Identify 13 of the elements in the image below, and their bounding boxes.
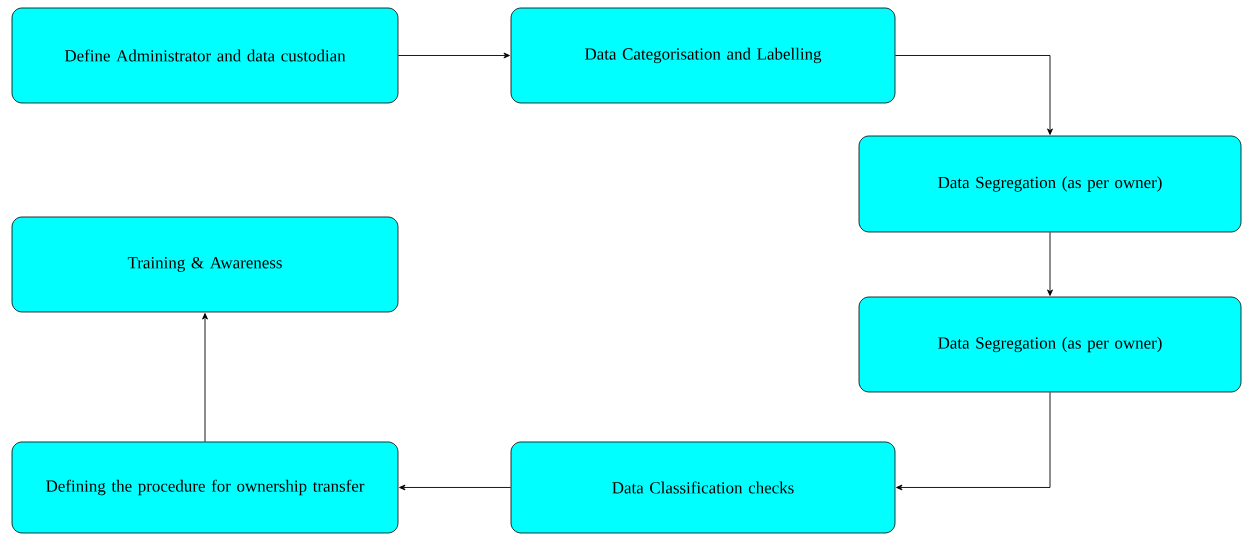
process-box: Define Administrator and data custodian — [11, 7, 399, 104]
process-box: Training & Awareness — [11, 216, 399, 313]
process-box: Data Segregation (as per owner) — [858, 296, 1242, 393]
process-box: Data Segregation (as per owner) — [858, 135, 1242, 233]
process-box: Data Classification checks — [510, 441, 896, 534]
arrow — [397, 52, 510, 59]
arrow — [894, 55, 1053, 135]
process-box: Data Categorisation and Labelling — [510, 7, 896, 104]
process-box: Defining the procedure for ownership transfer — [11, 441, 399, 534]
arrow — [202, 313, 208, 443]
arrow — [896, 391, 1051, 491]
arrow — [399, 484, 512, 491]
arrow — [1047, 231, 1053, 296]
